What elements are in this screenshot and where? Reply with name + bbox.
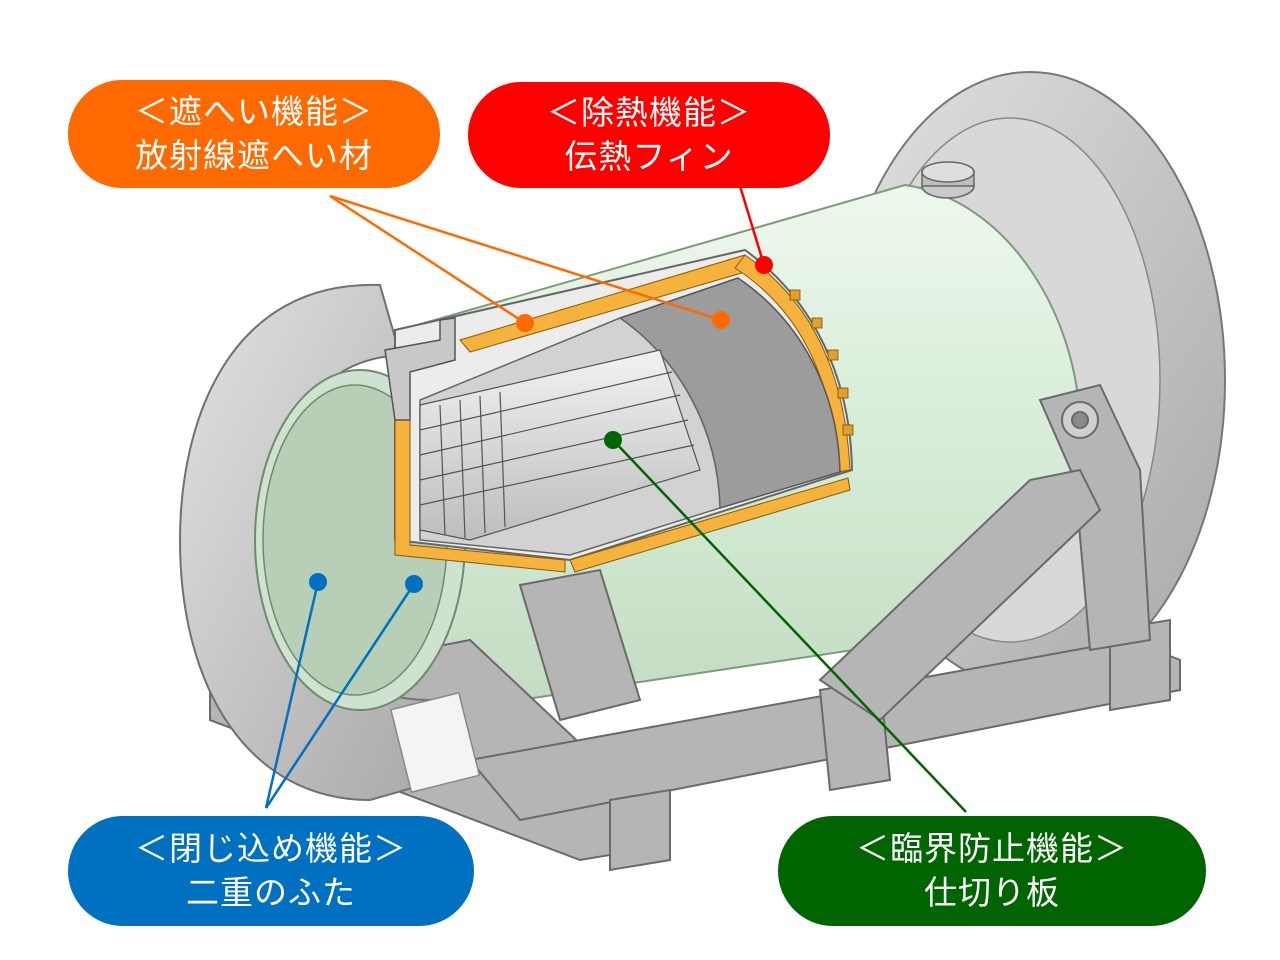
lid-dot-1 xyxy=(309,573,327,591)
callout-containment: ＜閉じ込め機能＞ 二重のふた xyxy=(68,816,474,926)
leader-lines xyxy=(264,185,967,813)
basket-grid xyxy=(419,349,701,541)
callout-heat-removal-title: ＜除熱機能＞ xyxy=(547,93,751,133)
callout-shielding-title: ＜遮へい機能＞ xyxy=(135,92,373,132)
callout-shielding-subtitle: 放射線遮へい材 xyxy=(135,136,373,175)
callout-heat-removal: ＜除熱機能＞ 伝熱フィン xyxy=(468,82,830,188)
shield-dot-1 xyxy=(516,314,534,332)
callout-criticality-subtitle: 仕切り板 xyxy=(924,873,1060,912)
callout-containment-title: ＜閉じ込め機能＞ xyxy=(135,829,407,869)
leader-dots xyxy=(309,256,773,593)
callout-containment-subtitle: 二重のふた xyxy=(186,873,356,912)
callout-criticality-title: ＜臨界防止機能＞ xyxy=(856,829,1128,869)
heat-fin-dot xyxy=(755,256,773,274)
cutaway-section xyxy=(384,248,854,573)
callout-heat-removal-subtitle: 伝熱フィン xyxy=(564,137,734,176)
partition-dot xyxy=(604,431,622,449)
callout-shielding: ＜遮へい機能＞ 放射線遮へい材 xyxy=(68,80,440,188)
callout-criticality: ＜臨界防止機能＞ 仕切り板 xyxy=(778,816,1206,926)
shield-dot-2 xyxy=(712,311,730,329)
lid-dot-2 xyxy=(405,575,423,593)
